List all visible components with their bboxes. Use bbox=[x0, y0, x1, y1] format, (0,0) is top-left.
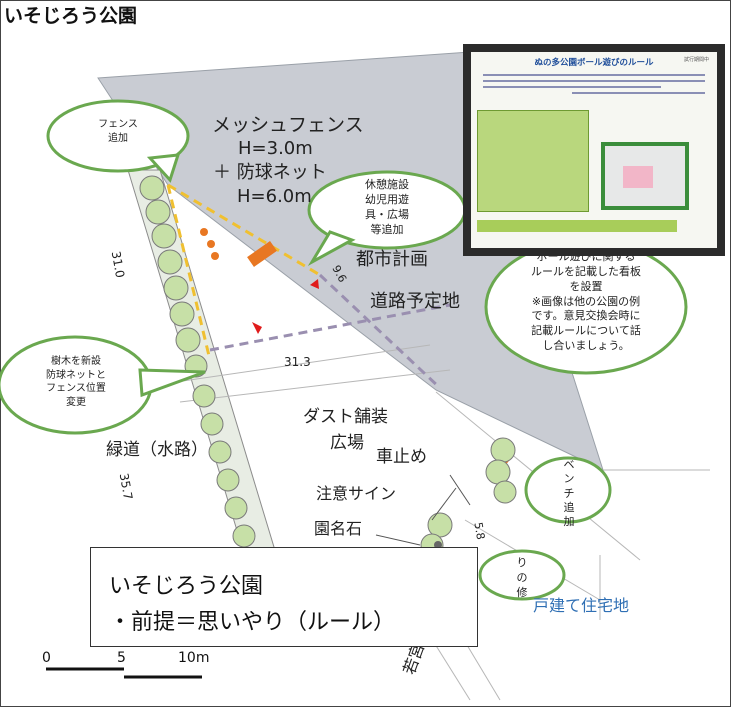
rest-facility-rect bbox=[247, 241, 277, 267]
play-dot-2 bbox=[207, 240, 215, 248]
red-arrow-2 bbox=[252, 322, 262, 334]
label-dust-pave: ダスト舗装 bbox=[303, 407, 388, 427]
label-ball-net: ＋ 防球ネット bbox=[213, 162, 327, 183]
dim-5-8: 5.8 bbox=[471, 521, 488, 541]
sign-map-area bbox=[623, 166, 653, 188]
left-trees bbox=[139, 175, 256, 548]
premise-line-1: いそじろう公園 bbox=[109, 574, 264, 599]
red-arrow-1 bbox=[310, 279, 319, 289]
scale-label-10: 10m bbox=[178, 650, 210, 666]
sign-text-lines bbox=[483, 70, 705, 98]
dim-31-3: 31.3 bbox=[284, 355, 311, 369]
callout-sign-rule: ボール遊びに関するルールを記載した看板 を設置※画像は他の公園の例 です。意見交… bbox=[531, 250, 641, 353]
callout-repair-bg bbox=[478, 549, 566, 601]
label-name-stone: 園名石 bbox=[314, 519, 363, 538]
premise-box: いそじろう公園 ・前提＝思いやり（ルール） bbox=[90, 547, 478, 647]
sign-badge: 試行期間中 bbox=[683, 57, 709, 63]
label-mesh-fence: メッシュフェンス bbox=[212, 114, 364, 136]
label-car-stop: 車止め bbox=[376, 447, 427, 467]
purple-dashed bbox=[209, 273, 451, 390]
sign-board: ぬの多公園ボール遊びのルール 試行期間中 bbox=[471, 52, 717, 248]
callout-rest-facility: 休憩施設幼児用遊 具・広場等追加 bbox=[365, 178, 409, 236]
scale-bar bbox=[46, 667, 202, 679]
play-dot-3 bbox=[211, 252, 219, 260]
callout-bubbles bbox=[0, 99, 688, 601]
callout-fence-add: フェンス追加 bbox=[98, 119, 138, 144]
sign-rules-panel bbox=[477, 110, 589, 212]
label-urban-plan: 都市計画 bbox=[356, 249, 428, 270]
callout-tree-new: 樹木を新設防球ネットと フェンス位置変更 bbox=[46, 356, 106, 408]
leader-lines bbox=[375, 474, 471, 546]
sign-photo: ぬの多公園ボール遊びのルール 試行期間中 bbox=[463, 44, 725, 256]
callout-bench-add: ベン チ追 加 bbox=[563, 458, 575, 529]
callout-repair: りの 修 bbox=[516, 556, 528, 599]
label-residential: 戸建て住宅地 bbox=[533, 596, 630, 615]
scale-label-5: 5 bbox=[117, 650, 126, 666]
play-dot-1 bbox=[200, 228, 208, 236]
page-title: いそじろう公園 bbox=[4, 5, 138, 27]
callout-bench-bg bbox=[524, 456, 612, 524]
label-h6: H=6.0m bbox=[237, 186, 312, 207]
sign-title: ぬの多公園ボール遊びのルール bbox=[534, 58, 654, 68]
label-h3: H=3.0m bbox=[238, 138, 313, 159]
right-trees bbox=[420, 437, 517, 557]
sign-bottom-bar bbox=[477, 220, 677, 232]
label-green-road: 緑道（水路） bbox=[106, 440, 208, 460]
callout-fence-bg bbox=[46, 99, 190, 173]
premise-line-2: ・前提＝思いやり（ルール） bbox=[109, 610, 396, 635]
label-plaza: 広場 bbox=[330, 433, 364, 453]
label-caution-sign: 注意サイン bbox=[316, 484, 397, 503]
scale-label-0: 0 bbox=[42, 650, 51, 666]
label-road-plan: 道路予定地 bbox=[370, 291, 460, 312]
